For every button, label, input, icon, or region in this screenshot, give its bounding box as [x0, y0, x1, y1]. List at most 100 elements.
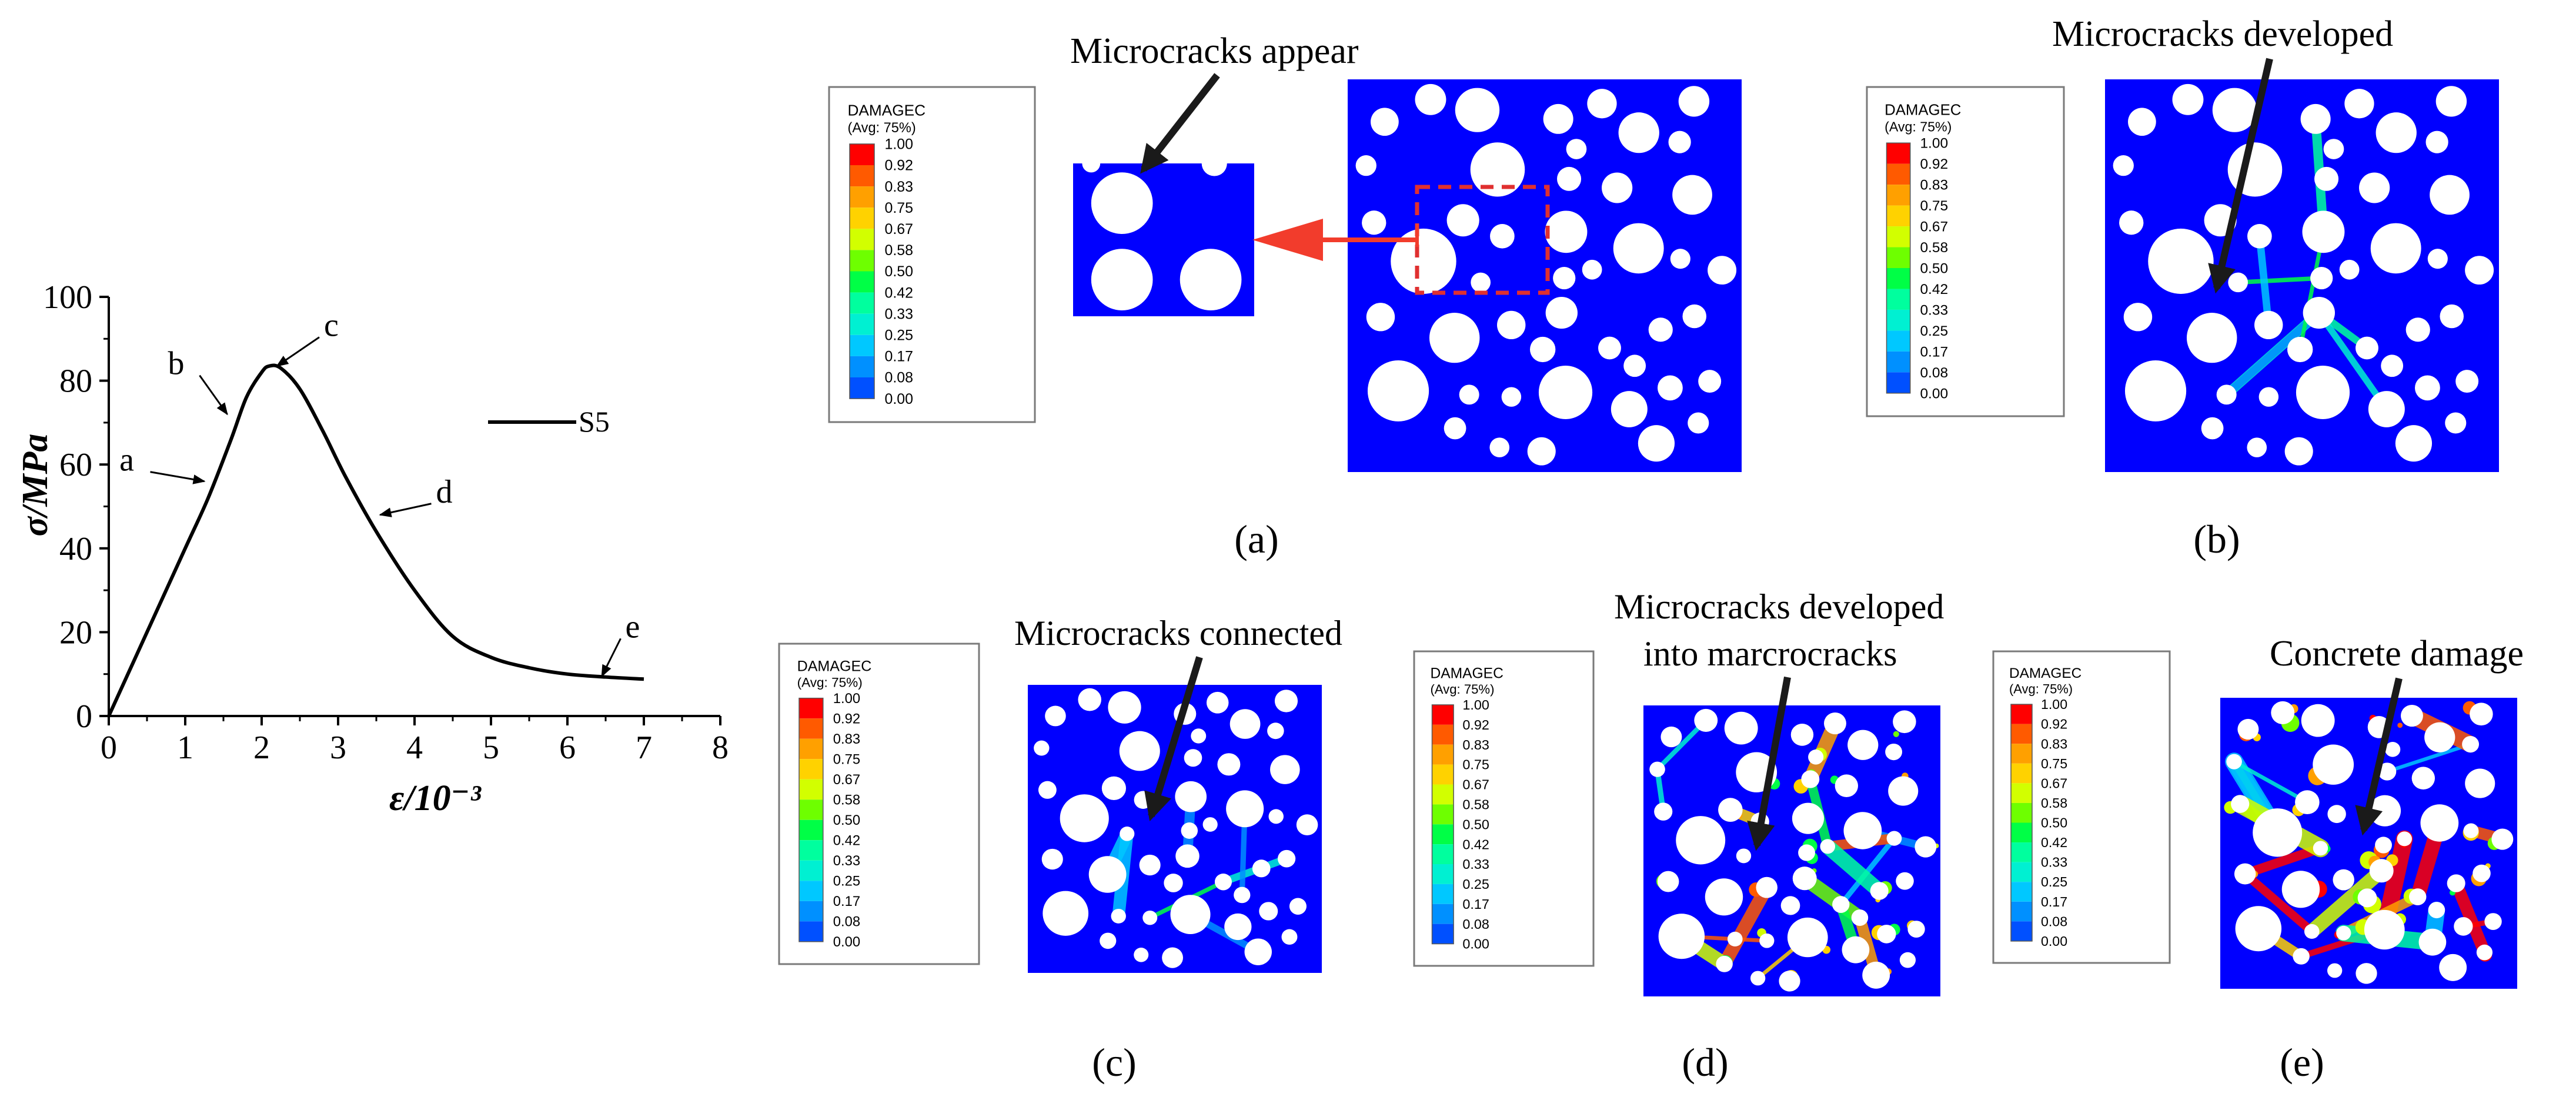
legend-label-s5: S5 — [579, 405, 610, 438]
annotation-leader-b — [199, 374, 228, 416]
annotation-e: Concrete damage — [2270, 634, 2524, 674]
aggregate — [2287, 336, 2313, 363]
legend-level: 0.33 — [885, 306, 913, 322]
legend-level: 0.00 — [885, 391, 913, 407]
aggregate — [1134, 948, 1149, 962]
x-tick-label: 3 — [330, 730, 346, 766]
aggregate — [2293, 948, 2310, 965]
aggregate — [1229, 709, 1261, 739]
aggregate — [2344, 89, 2374, 119]
damage-legend-e: DAMAGEC(Avg: 75%)1.000.920.830.750.670.5… — [1992, 650, 2171, 964]
aggregate — [2375, 112, 2417, 153]
aggregate — [1274, 690, 1298, 712]
legend-level: 0.08 — [2041, 914, 2067, 929]
aggregate — [1893, 710, 1916, 734]
aggregate — [2375, 837, 2392, 854]
legend-swatch — [850, 292, 874, 314]
aggregate — [1676, 816, 1726, 865]
legend-level: 0.58 — [833, 792, 860, 808]
aggregate — [2356, 963, 2377, 984]
legend-level: 0.08 — [885, 370, 913, 386]
aggregate — [1759, 933, 1775, 948]
crack-band — [2256, 232, 2273, 329]
legend-level: 0.25 — [1920, 323, 1948, 339]
aggregate — [1362, 210, 1386, 235]
aggregate — [1862, 961, 1890, 989]
aggregate — [1289, 898, 1307, 915]
legend-swatch — [1432, 804, 1454, 825]
aggregate — [1270, 755, 1300, 784]
aggregate — [2359, 172, 2390, 203]
aggregate — [2123, 303, 2153, 332]
aggregate — [2310, 267, 2333, 290]
aggregate — [1191, 728, 1207, 744]
annotation-arrow-e — [2355, 677, 2403, 836]
x-tick-label: 6 — [559, 730, 576, 766]
aggregate — [1060, 794, 1109, 842]
aggregate — [1602, 172, 1633, 203]
aggregate — [2254, 310, 2283, 340]
legend-level: 0.00 — [1920, 386, 1948, 402]
legend-level: 0.67 — [1920, 219, 1948, 235]
legend-level: 0.50 — [2041, 815, 2067, 831]
legend-swatch — [1432, 704, 1454, 725]
aggregate — [2424, 722, 2455, 752]
legend-level: 0.17 — [1462, 896, 1489, 912]
aggregate — [2463, 823, 2479, 838]
aggregate — [1705, 878, 1743, 916]
panel-e-contour — [2220, 698, 2517, 989]
legend-swatch — [1432, 864, 1454, 884]
legend-level: 1.00 — [1920, 136, 1948, 152]
legend-level: 0.08 — [1920, 365, 1948, 381]
aggregate — [1267, 722, 1284, 740]
legend-level: 0.92 — [885, 158, 913, 174]
legend-level: 0.25 — [833, 874, 860, 889]
legend-subtitle: (Avg: 75%) — [1430, 682, 1494, 697]
crack-band — [2450, 877, 2491, 959]
aggregate — [2339, 259, 2360, 280]
aggregate — [2428, 902, 2445, 919]
annotation-b: Microcracks developed — [2052, 14, 2393, 54]
annotation-leader-c — [276, 336, 320, 367]
aggregate — [1470, 142, 1525, 197]
aggregate — [1391, 228, 1456, 294]
aggregate — [1429, 313, 1480, 363]
annotation-label-a: a — [119, 442, 134, 479]
aggregate — [1091, 249, 1153, 310]
aggregate — [1843, 812, 1882, 849]
aggregate — [1041, 848, 1063, 870]
aggregate — [1899, 952, 1916, 968]
legend-swatch — [799, 819, 823, 841]
aggregate — [1678, 86, 1710, 117]
legend-level: 0.50 — [1920, 261, 1948, 277]
aggregate — [2226, 754, 2242, 770]
aggregate — [1111, 908, 1126, 924]
legend-level: 0.58 — [2041, 795, 2067, 811]
aggregate — [1184, 749, 1202, 767]
aggregate — [2172, 83, 2204, 115]
aggregate — [1553, 267, 1576, 290]
x-tick-label: 7 — [636, 730, 652, 766]
aggregate — [1296, 814, 1318, 836]
aggregate — [2113, 155, 2134, 176]
legend-swatch — [850, 208, 874, 229]
aggregate — [1842, 936, 1870, 963]
legend-level: 1.00 — [2041, 697, 2067, 712]
aggregate — [1654, 802, 1673, 821]
legend-swatch — [1432, 924, 1454, 944]
legend-level: 0.42 — [885, 285, 913, 301]
aggregate — [1888, 776, 1919, 806]
legend-level: 0.58 — [1462, 797, 1489, 812]
legend-level: 0.25 — [1462, 876, 1489, 892]
aggregate — [2368, 391, 2405, 427]
aggregate — [1886, 831, 1902, 846]
aggregate — [1657, 375, 1683, 401]
aggregate — [1718, 798, 1743, 822]
aggregate — [1252, 859, 1271, 878]
legend-swatch — [850, 165, 874, 187]
aggregate — [1088, 856, 1127, 893]
legend-swatch — [799, 901, 823, 922]
aggregate — [2425, 131, 2448, 153]
legend-swatch — [2011, 882, 2032, 902]
